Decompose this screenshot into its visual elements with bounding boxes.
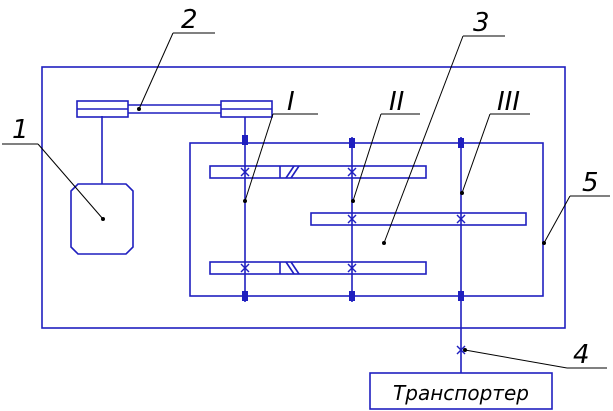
bearing-3 (349, 138, 355, 148)
fixed-joint-5 (347, 214, 357, 224)
label-belt-drive: 2 (181, 5, 198, 35)
label-gearbox: 3 (473, 8, 490, 38)
leaders-layer (2, 32, 610, 369)
bearing-6 (458, 291, 464, 301)
spline-upper-3 (290, 165, 300, 179)
leader-dots-layer (101, 107, 546, 352)
leader-4 (464, 349, 568, 369)
conveyor-box (369, 372, 553, 410)
leader-dot-1 (137, 107, 141, 111)
leader-I (244, 113, 274, 202)
fixed-joint-7 (456, 345, 466, 355)
bearing-2 (242, 291, 248, 301)
gearbox-housing (189, 142, 544, 297)
leader-1 (37, 143, 104, 220)
bearing-4 (349, 291, 355, 301)
gear-lower-block (209, 261, 427, 275)
motor-body (70, 183, 134, 255)
mechanism-layer (41, 66, 566, 410)
label-shaft-2: II (389, 87, 404, 117)
label-coupling: 4 (573, 340, 590, 370)
fixed-joint-4 (347, 263, 357, 273)
leader-dot-5 (460, 191, 464, 195)
gear-upper-block (209, 165, 427, 179)
outer-frame (41, 66, 566, 329)
bearings-layer (242, 135, 464, 301)
spline-lower-2 (285, 261, 295, 275)
fixed-joint-1 (240, 167, 250, 177)
spline-lower-3 (290, 261, 300, 275)
leader-III (461, 113, 491, 194)
joints-layer (240, 167, 466, 355)
leader-2 (138, 32, 174, 110)
fixed-joint-6 (456, 214, 466, 224)
leader-II (352, 113, 382, 202)
conveyor-label: Транспортер (393, 381, 529, 405)
fixed-joint-2 (347, 167, 357, 177)
leader-dot-6 (382, 241, 386, 245)
label-motor: 1 (12, 115, 29, 145)
leader-3 (383, 35, 464, 244)
label-frame: 5 (582, 168, 599, 198)
leader-dot-2 (101, 217, 105, 221)
fixed-joint-3 (240, 263, 250, 273)
bearing-1 (242, 135, 248, 145)
label-shaft-3: III (497, 87, 520, 117)
leader-dot-4 (351, 199, 355, 203)
leader-dot-8 (463, 348, 467, 352)
leader-dot-7 (542, 241, 546, 245)
label-shaft-1: I (287, 87, 295, 117)
leader-dot-3 (243, 199, 247, 203)
leader-5 (543, 195, 571, 244)
gear-middle-block (310, 212, 527, 226)
spline-upper-2 (285, 165, 295, 179)
bearing-5 (458, 138, 464, 148)
